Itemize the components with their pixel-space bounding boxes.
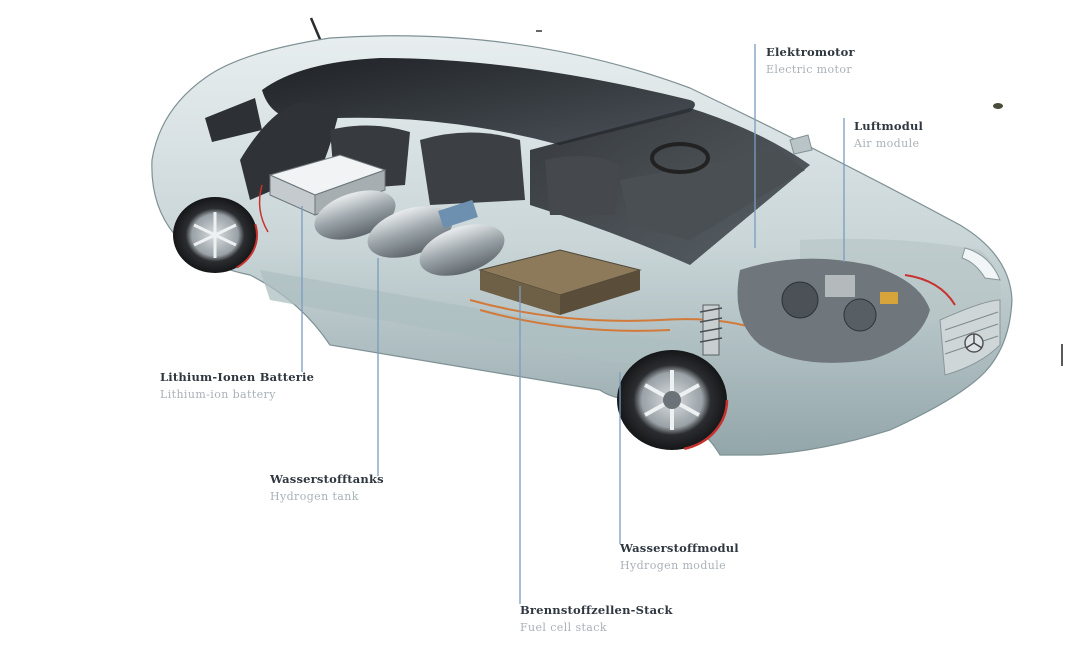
label-en-fuel-cell-stack: Fuel cell stack (520, 621, 607, 634)
callout-electric-motor: Elektromotor Electric motor (766, 44, 855, 78)
callout-lithium-ion-battery: Lithium-Ionen Batterie Lithium-ion batte… (160, 369, 314, 403)
callout-hydrogen-module: Wasserstoffmodul Hydrogen module (620, 540, 739, 574)
side-mirror (789, 134, 813, 155)
callout-fuel-cell-stack: Brennstoffzellen-Stack Fuel cell stack (520, 602, 673, 636)
label-en-hydrogen-module: Hydrogen module (620, 559, 727, 572)
label-de-electric-motor: Elektromotor (766, 45, 855, 59)
callout-hydrogen-tank: Wasserstofftanks Hydrogen tank (270, 471, 384, 505)
label-de-hydrogen-module: Wasserstoffmodul (620, 541, 739, 555)
callout-air-module: Luftmodul Air module (854, 118, 923, 152)
label-de-fuel-cell-stack: Brennstoffzellen-Stack (520, 603, 673, 617)
scan-marks (536, 30, 1063, 366)
leader-lines (301, 44, 845, 604)
label-en-lithium-ion-battery: Lithium-ion battery (160, 388, 276, 401)
label-de-lithium-ion-battery: Lithium-Ionen Batterie (160, 370, 315, 384)
label-de-air-module: Luftmodul (854, 119, 924, 133)
label-de-hydrogen-tank: Wasserstofftanks (270, 472, 384, 486)
front-powertrain (699, 258, 956, 363)
label-en-electric-motor: Electric motor (766, 63, 853, 76)
label-en-hydrogen-tank: Hydrogen tank (270, 490, 359, 503)
fuel-cell-stack-module (469, 249, 761, 332)
front-wheel (615, 348, 729, 452)
hydrogen-tanks (314, 190, 505, 276)
rear-wheel (172, 196, 258, 274)
label-en-air-module: Air module (854, 137, 920, 150)
